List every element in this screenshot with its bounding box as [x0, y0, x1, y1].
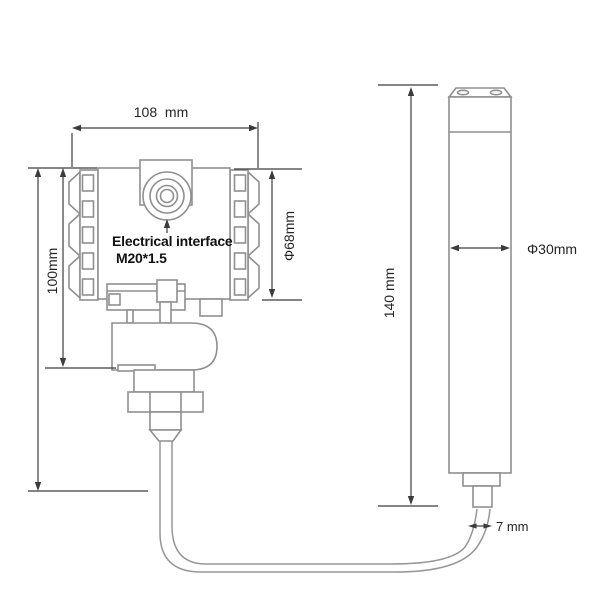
probe-top-hole-right [489, 89, 503, 96]
leader-electrical-interface [163, 219, 171, 233]
label-probe-diameter: Φ30mm [527, 241, 578, 257]
right-rib-fins [229, 169, 260, 301]
probe-collar [462, 472, 501, 487]
electrical-connector [139, 159, 193, 221]
label-thread-spec: M20*1.5 [116, 250, 167, 266]
dimension-probe-height [378, 84, 438, 507]
dimension-housing-diameter [234, 168, 302, 301]
connection-cable [159, 441, 491, 573]
process-connection [111, 322, 218, 442]
transmitter-housing [68, 159, 260, 442]
dimension-probe-diameter [450, 244, 510, 252]
nameplate-bracket [106, 279, 223, 324]
probe-cable-neck [472, 485, 493, 508]
label-electrical-interface: Electrical interface [112, 233, 233, 249]
label-cable-diameter: 7 mm [496, 519, 529, 534]
label-body-height: 100mm [44, 247, 60, 295]
probe-body [448, 96, 512, 474]
dimension-cable-diameter [468, 523, 492, 529]
dimension-body-height [45, 168, 116, 369]
label-probe-height: 140 mm [381, 267, 397, 319]
hex-nut [127, 391, 204, 413]
probe-top-hole-left [456, 89, 470, 96]
label-housing-diameter: Φ68mm [281, 210, 297, 262]
dimension-top-width [71, 122, 259, 168]
dimension-overall-height [28, 168, 148, 492]
left-rib-fins [68, 169, 99, 301]
probe-cylinder [447, 87, 513, 508]
label-top-width: 108 mm [133, 104, 189, 120]
